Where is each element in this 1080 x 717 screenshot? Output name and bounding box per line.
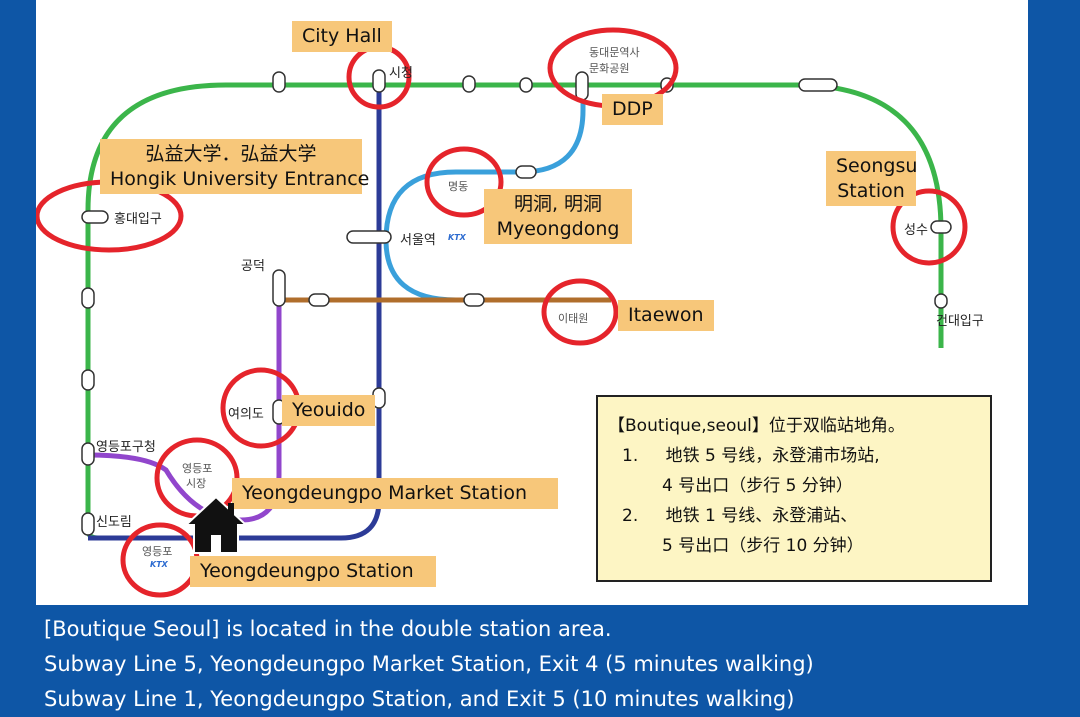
marker-green-w1 <box>81 287 95 309</box>
marker-green-2 <box>462 75 476 93</box>
callout-ddp: DDP <box>602 94 663 125</box>
callout-myeongdong: 明洞, 明洞 Myeongdong <box>484 189 632 245</box>
marker-brown-2 <box>463 293 485 307</box>
station-itaewon: 이태원 <box>558 312 589 325</box>
marker-seoul-station <box>346 230 392 244</box>
caption: [Boutique Seoul] is located in the doubl… <box>44 612 1070 717</box>
marker-green-5 <box>798 78 838 92</box>
station-myeongdong: 명동 <box>448 180 469 193</box>
callout-itaewon: Itaewon <box>618 300 714 331</box>
marker-seongsu <box>930 220 952 234</box>
station-seoul: 서울역 <box>400 233 436 248</box>
station-ddp-line1: 동대문역사 <box>589 46 640 59</box>
directions-item-1-line2: 4 号出口（步行 5 分钟） <box>662 476 853 496</box>
callout-yeouido: Yeouido <box>282 395 376 426</box>
callout-seongsu-line2: Station <box>837 179 905 202</box>
station-gucheong: 영등포구청 <box>96 440 156 455</box>
directions-item-2-num: 2. <box>622 506 639 526</box>
marker-green-w2 <box>81 369 95 391</box>
station-seongsu: 성수 <box>904 223 928 238</box>
station-hongdae: 홍대입구 <box>114 212 162 227</box>
marker-brown-1 <box>308 293 330 307</box>
directions-item-2-line1: 地铁 1 号线、永登浦站、 <box>665 506 858 526</box>
callout-city-hall: City Hall <box>292 21 392 52</box>
highlight-seongsu <box>890 188 968 266</box>
marker-green-1 <box>272 71 286 93</box>
directions-item-2: 2. 地铁 1 号线、永登浦站、 <box>608 501 980 531</box>
line-4-skyblue <box>383 85 596 303</box>
line-2-green <box>85 82 944 470</box>
marker-gongdeok <box>272 269 286 307</box>
station-markers <box>81 69 952 536</box>
caption-line-1: [Boutique Seoul] is located in the doubl… <box>44 617 612 641</box>
marker-konkuk <box>934 293 948 309</box>
directions-item-2-line2: 5 号出口（步行 10 分钟） <box>662 536 864 556</box>
station-market-line1: 영등포 <box>182 462 213 475</box>
ktx-badge: KTX <box>448 233 466 242</box>
subway-map: 시청 동대문역사 문화공원 홍대입구 명동 서울역 KTX 성수 공덕 이태원 … <box>36 0 1028 605</box>
marker-sindorim <box>81 512 95 536</box>
marker-myeongdong-skyblue <box>515 165 537 179</box>
callout-market: Yeongdeungpo Market Station <box>232 478 558 509</box>
caption-line-2: Subway Line 5, Yeongdeungpo Market Stati… <box>44 652 814 676</box>
marker-hongdae <box>81 210 109 224</box>
callout-hongik: 弘益大学．弘益大学 Hongik University Entrance <box>100 139 370 195</box>
station-market-line2: 시장 <box>186 477 207 490</box>
callout-seongsu: Seongsu Station <box>826 151 918 207</box>
ktx-badge-2: KTX <box>150 560 168 569</box>
callout-hongik-line2: Hongik University Entrance <box>110 167 370 190</box>
highlight-myeongdong <box>424 146 504 218</box>
directions-box: 【Boutique,seoul】位于双临站地角。 1. 地铁 5 号线，永登浦市… <box>596 395 992 582</box>
highlight-itaewon <box>541 278 619 346</box>
station-city-hall: 시청 <box>389 66 413 81</box>
station-yeouido: 여의도 <box>228 407 264 422</box>
callout-myeongdong-line1: 明洞, 明洞 <box>513 193 603 215</box>
station-konkuk: 건대입구 <box>936 314 984 329</box>
station-gongdeok: 공덕 <box>241 259 265 274</box>
station-yeongdeungpo: 영등포 <box>142 545 173 558</box>
directions-item-1-line1: 地铁 5 号线，永登浦市场站, <box>665 446 880 466</box>
marker-gucheong <box>81 442 95 466</box>
marker-city-hall <box>372 69 386 93</box>
directions-title: 【Boutique,seoul】位于双临站地角。 <box>608 416 905 436</box>
marker-green-3 <box>519 77 533 93</box>
directions-item-1-num: 1. <box>622 446 639 466</box>
callout-myeongdong-line2: Myeongdong <box>496 217 620 240</box>
directions-item-1: 1. 地铁 5 号线，永登浦市场站, <box>608 441 980 471</box>
callout-yeongdeungpo: Yeongdeungpo Station <box>190 556 436 587</box>
station-sindorim: 신도림 <box>96 515 132 530</box>
station-ddp-line2: 문화공원 <box>589 62 630 75</box>
house-icon <box>183 495 249 559</box>
callout-seongsu-line1: Seongsu <box>836 155 918 177</box>
marker-ddp <box>575 71 589 101</box>
callout-hongik-line1: 弘益大学．弘益大学 <box>145 143 317 165</box>
